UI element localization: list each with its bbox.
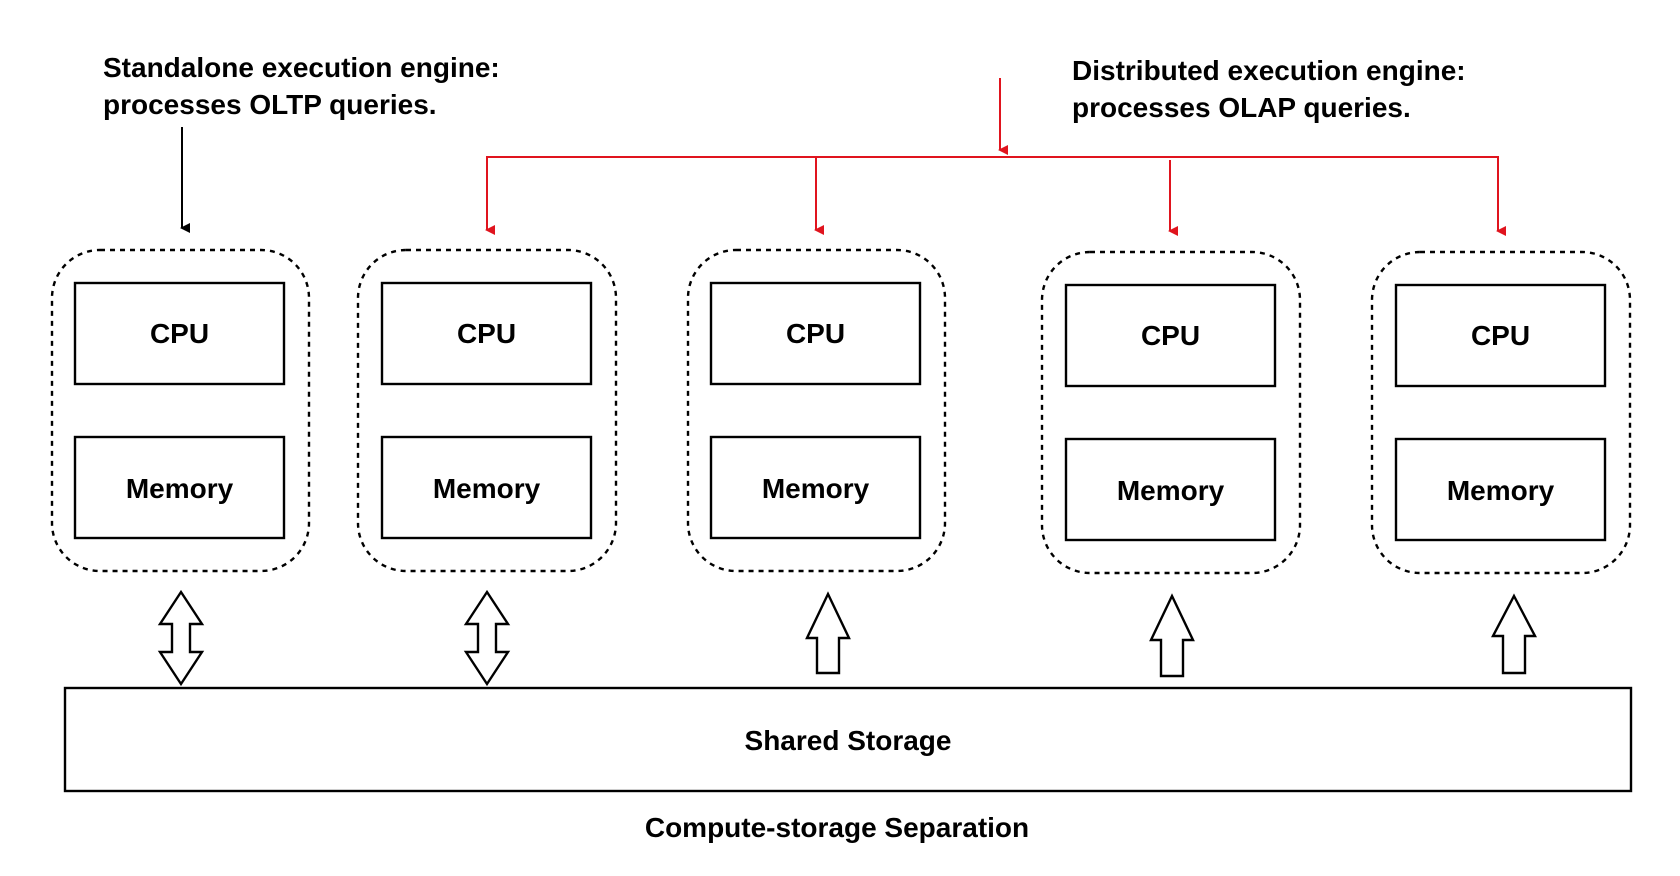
memory-label: Memory [433, 473, 541, 504]
node-dashed-border [50, 248, 311, 573]
memory-box [380, 435, 593, 540]
cpu-box [709, 281, 922, 386]
node-dashed-border [686, 248, 947, 573]
compute-node-3: CPU Memory [686, 248, 947, 573]
diagram-footer-title: Compute-storage Separation [645, 812, 1029, 843]
memory-box [1064, 437, 1277, 542]
standalone-caption-line1: Standalone execution engine: [103, 52, 500, 83]
memory-label: Memory [1447, 475, 1555, 506]
standalone-caption-line2: processes OLTP queries. [103, 89, 437, 120]
shared-storage: Shared Storage [63, 686, 1633, 793]
distributed-arrows [485, 78, 1506, 236]
compute-node-4: CPU Memory [1040, 250, 1302, 575]
node-dashed-border [356, 248, 618, 573]
bidirectional-arrow-icon [463, 589, 511, 687]
distributed-bus-line [486, 156, 1499, 230]
cpu-label: CPU [1471, 320, 1530, 351]
cpu-label: CPU [150, 318, 209, 349]
up-arrow-icon [1491, 593, 1537, 675]
memory-box [709, 435, 922, 540]
cpu-label: CPU [457, 318, 516, 349]
compute-node-5: CPU Memory [1370, 250, 1632, 575]
shared-storage-box [63, 686, 1633, 793]
up-arrow-icon [805, 591, 851, 675]
distributed-caption-line1: Distributed execution engine: [1072, 55, 1466, 86]
cpu-box [1064, 283, 1277, 388]
memory-box [73, 435, 286, 540]
node-dashed-border [1040, 250, 1302, 575]
cpu-label: CPU [1141, 320, 1200, 351]
cpu-label: CPU [786, 318, 845, 349]
shared-storage-label: Shared Storage [745, 725, 952, 756]
distributed-caption-line2: processes OLAP queries. [1072, 92, 1411, 123]
cpu-box [380, 281, 593, 386]
cpu-box [73, 281, 286, 386]
memory-label: Memory [126, 473, 234, 504]
compute-node-1: CPU Memory [50, 248, 311, 573]
memory-label: Memory [762, 473, 870, 504]
up-arrow-icon [1149, 593, 1195, 678]
bidirectional-arrow-icon [157, 589, 205, 687]
memory-box [1394, 437, 1607, 542]
cpu-box [1394, 283, 1607, 388]
node-dashed-border [1370, 250, 1632, 575]
compute-node-2: CPU Memory [356, 248, 618, 573]
memory-label: Memory [1117, 475, 1225, 506]
